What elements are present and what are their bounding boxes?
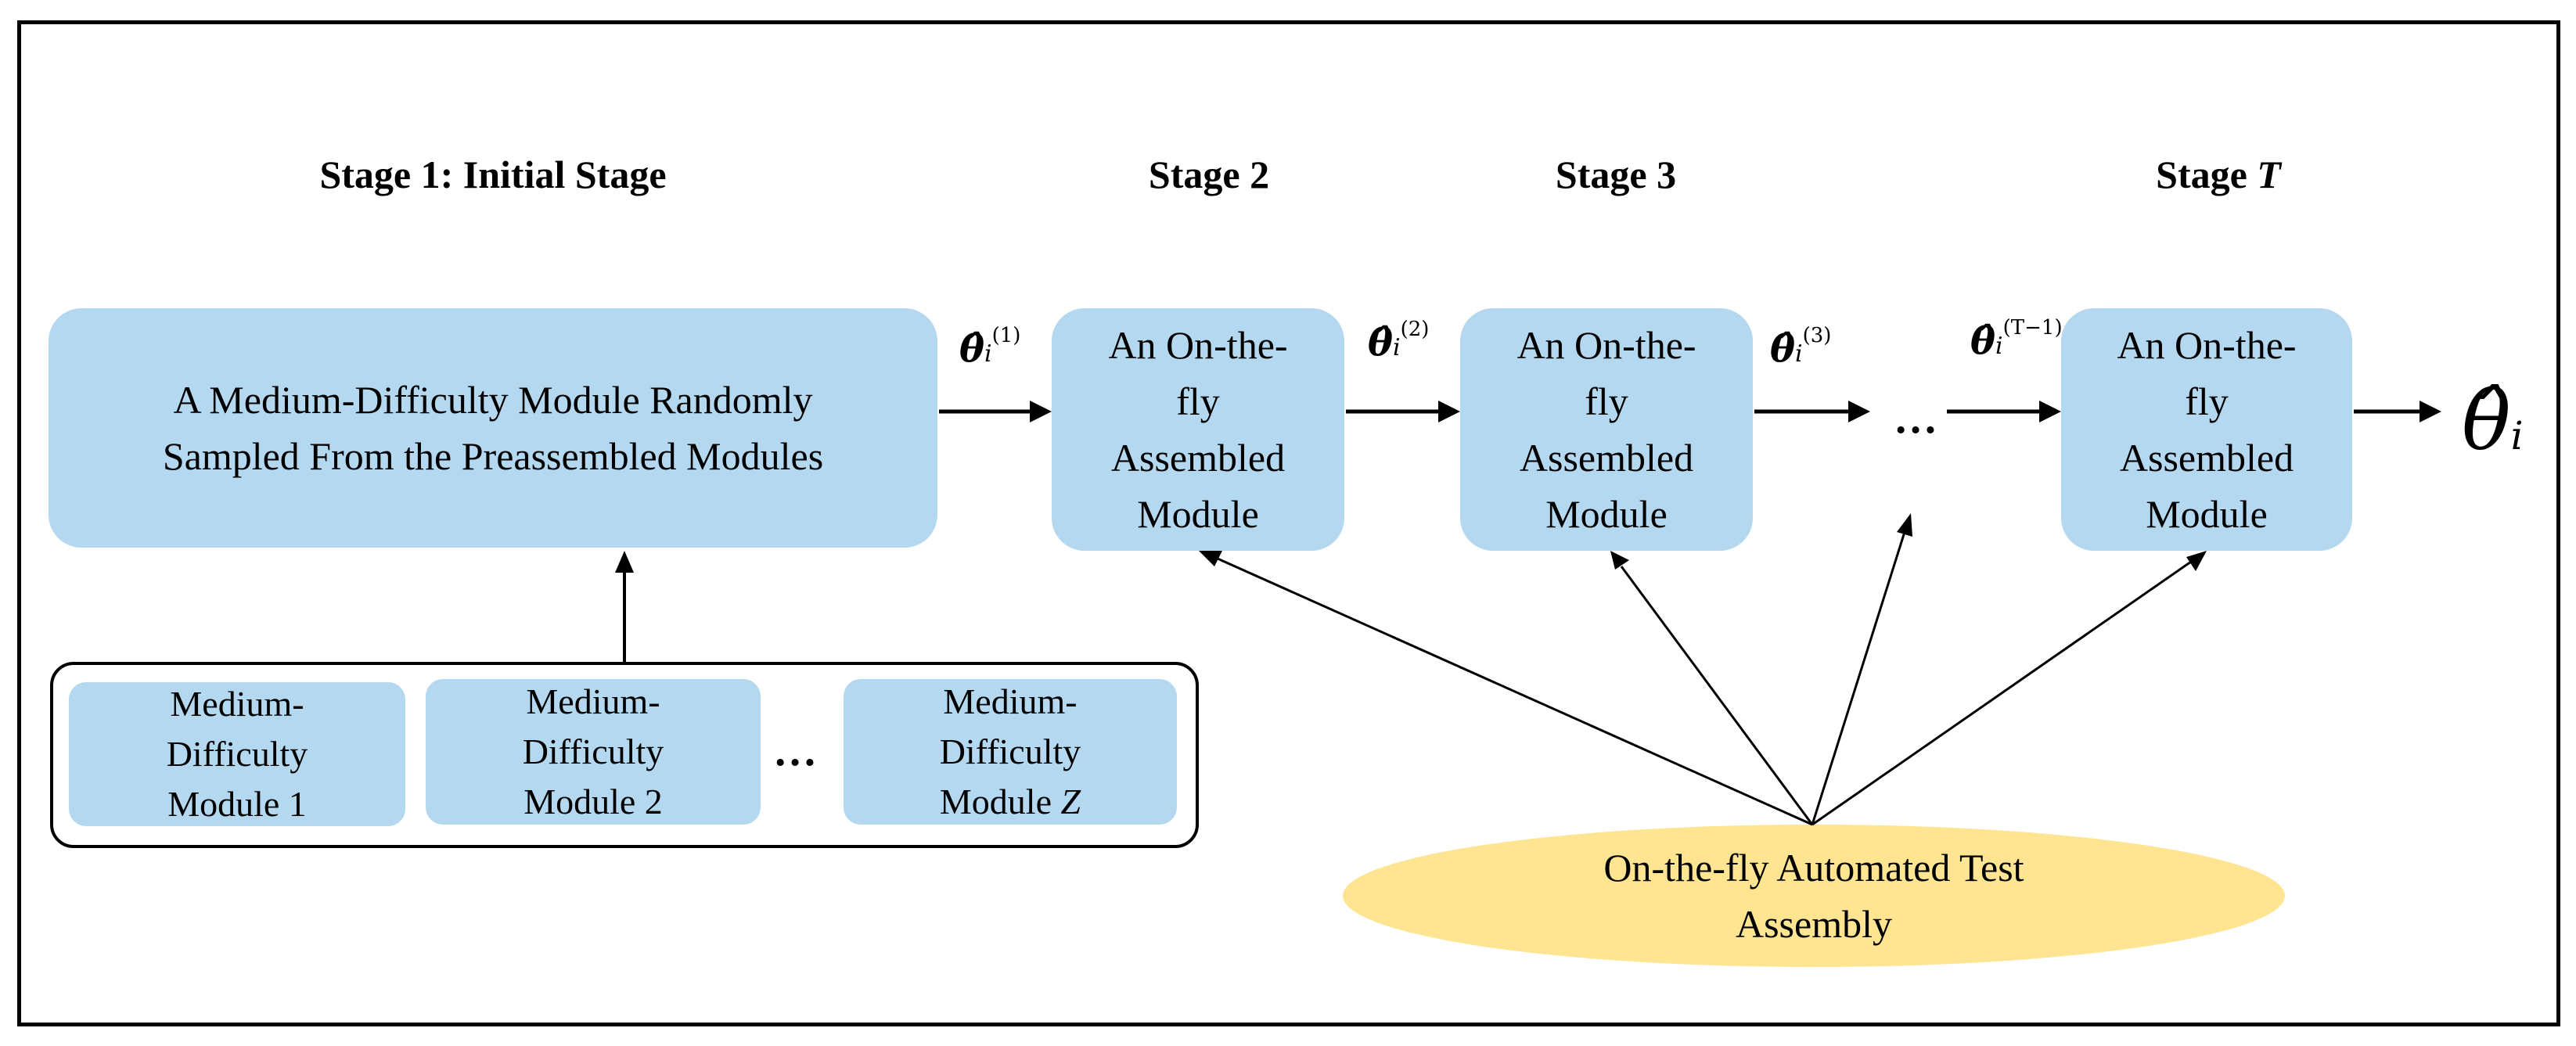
pool-ellipsis: … — [773, 727, 817, 775]
initial-stage-module: A Medium-Difficulty Module Randomly Samp… — [49, 308, 937, 548]
automated-test-assembly-ellipse: On-the-fly Automated Test Assembly — [1343, 825, 2285, 967]
chain-arrows — [939, 401, 2441, 422]
arrow-assembly-to-staget — [1811, 560, 2192, 826]
assembly-arrows — [1199, 513, 2207, 826]
stage-2-title: Stage 2 — [1148, 153, 1270, 196]
arrow-assembly-to-ellipsis — [1811, 531, 1906, 825]
pool-module-2: Medium- Difficulty Module 2 — [426, 679, 761, 825]
chain-ellipsis: … — [1894, 394, 1937, 443]
estimate-label-2: θ̂i(2) — [1368, 318, 1430, 365]
arrowhead-stage3-to-ellipsis — [1848, 401, 1870, 422]
final-estimate: θ̂i — [2462, 373, 2524, 469]
arrowhead-pool-to-initial — [615, 551, 634, 573]
arrowhead-ellipsis-to-staget — [2039, 401, 2061, 422]
estimate-label-1: θ̂i(1) — [959, 324, 1021, 371]
stage-3-title: Stage 3 — [1555, 153, 1677, 196]
arrowhead-assembly-to-stage2 — [1199, 551, 1222, 566]
diagram-frame — [17, 20, 2560, 1026]
arrowhead-assembly-to-ellipsis — [1897, 513, 1912, 537]
stage-t-module: An On-the- fly Assembled Module — [2061, 308, 2352, 551]
stage-3-module: An On-the- fly Assembled Module — [1460, 308, 1753, 551]
stage-t-title: Stage T — [2156, 153, 2281, 196]
stage-1-title: Stage 1: Initial Stage — [319, 153, 667, 196]
arrow-assembly-to-stage3 — [1620, 566, 1814, 825]
stage-2-module: An On-the- fly Assembled Module — [1052, 308, 1344, 551]
pool-module-z: Medium- Difficulty Module Z — [844, 679, 1177, 825]
arrow-assembly-to-stage2 — [1217, 557, 1813, 826]
estimate-label-t-minus-1: θ̂i(T−1) — [1970, 316, 2063, 363]
arrowhead-assembly-to-staget — [2186, 551, 2207, 571]
arrowhead-stage2-to-stage3 — [1438, 401, 1460, 422]
arrowhead-stage1-to-stage2 — [1030, 401, 1052, 422]
estimate-label-3: θ̂i(3) — [1770, 324, 1832, 371]
pool-module-1: Medium- Difficulty Module 1 — [69, 682, 405, 826]
arrowhead-assembly-to-stage3 — [1610, 551, 1629, 570]
arrowhead-staget-to-final — [2419, 401, 2441, 422]
